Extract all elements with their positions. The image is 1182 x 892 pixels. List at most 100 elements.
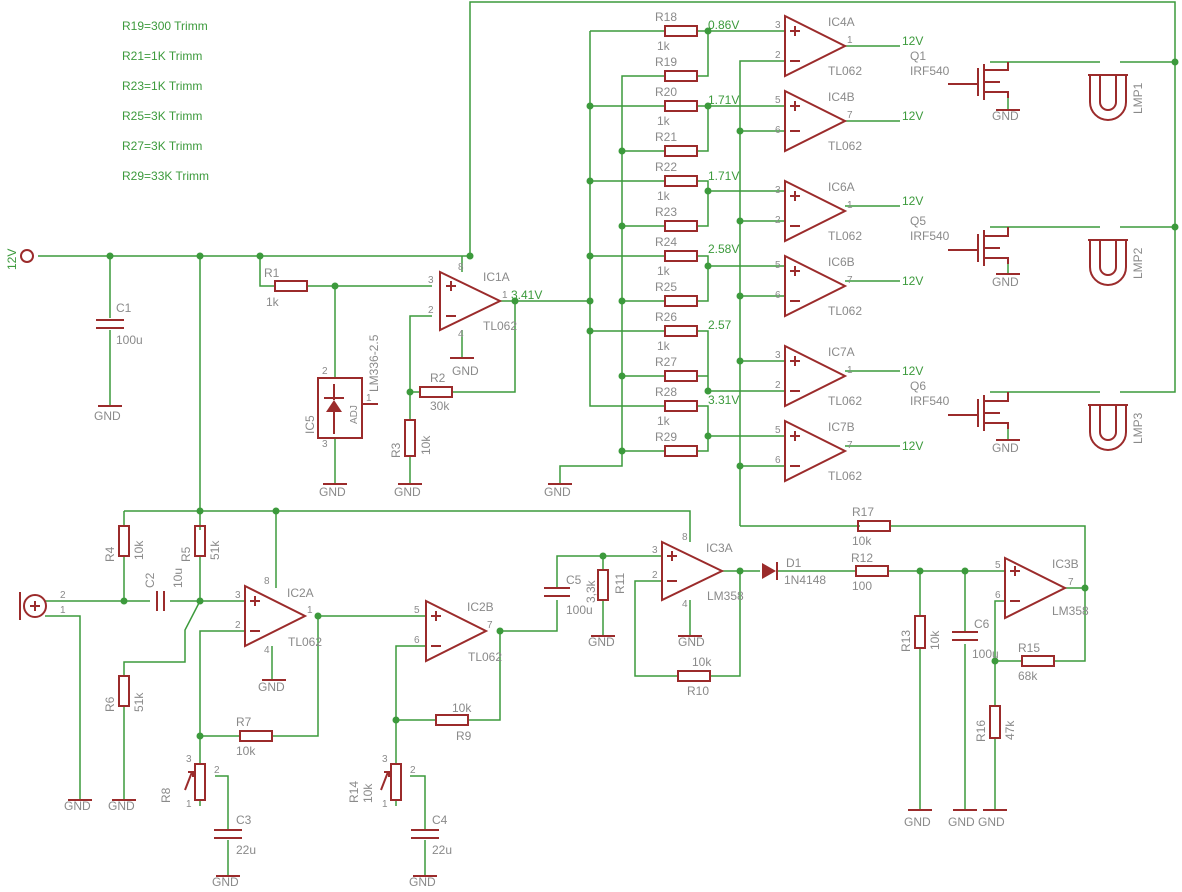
svg-text:2: 2 — [652, 570, 658, 581]
gnd-r16: GND — [978, 815, 1005, 829]
q5-name: Q5 — [910, 214, 926, 228]
ic2b-name: IC2B — [467, 600, 494, 614]
ic7b-value: TL062 — [828, 469, 862, 483]
c1-name: C1 — [116, 301, 132, 315]
ic4a-value: TL062 — [828, 64, 862, 78]
r22-name: R22 — [655, 160, 677, 174]
resistor-r7: R7 10k — [236, 715, 273, 758]
ic5-name: IC5 — [303, 415, 317, 434]
r3-value: 10k — [419, 435, 433, 455]
ic3a-name: IC3A — [706, 541, 733, 555]
net-12v-ic4a: 12V — [902, 34, 923, 48]
ic2a-value: TL062 — [288, 635, 322, 649]
svg-text:1: 1 — [186, 799, 192, 810]
r27-name: R27 — [655, 355, 677, 369]
ic4b-value: TL062 — [828, 139, 862, 153]
svg-text:5: 5 — [775, 260, 781, 271]
capacitor-c3: C3 22u — [214, 813, 256, 857]
ic4b-name: IC4B — [828, 90, 855, 104]
resistor-r5: R5 51k — [179, 525, 222, 562]
r13-name: R13 — [899, 630, 913, 652]
svg-text:1: 1 — [847, 35, 853, 46]
r12-value: 100 — [852, 579, 872, 593]
r26-value: 1k — [657, 339, 671, 353]
r1-name: R1 — [264, 266, 280, 280]
svg-text:4: 4 — [682, 599, 688, 610]
net-12v-ic6a: 12V — [902, 194, 923, 208]
c6-name: C6 — [974, 617, 990, 631]
svg-text:8: 8 — [458, 262, 464, 273]
svg-text:4: 4 — [264, 645, 270, 656]
ic3b-value: LM358 — [1052, 604, 1089, 618]
divider-resistors: R18 1k R19 R20 1k R21 R22 1k R23 R24 1k … — [655, 10, 698, 457]
microphone: 2 1 — [19, 590, 66, 620]
r6-name: R6 — [103, 696, 117, 712]
r11-value: 3,3k — [584, 579, 598, 603]
gnd-r11: GND — [588, 635, 615, 649]
r18-name: R18 — [655, 10, 677, 24]
pin-numbers: 32 841 321 567 321 567 321 567 32 841 56… — [186, 20, 1074, 810]
svg-text:5: 5 — [414, 605, 420, 616]
r29-name: R29 — [655, 430, 677, 444]
r28-name: R28 — [655, 385, 677, 399]
svg-text:1: 1 — [366, 393, 372, 404]
q5-value: IRF540 — [910, 229, 950, 243]
gnd-ic3a: GND — [678, 635, 705, 649]
opamp-ic3b: IC3B LM358 — [1004, 556, 1089, 620]
gnd-ic5: GND — [319, 485, 346, 499]
reference-ic5: ADJ IC5 LM336-2.5 — [303, 334, 381, 439]
resistor-r11: 3,3k R11 — [584, 569, 627, 603]
ic5-adj: ADJ — [349, 405, 360, 424]
svg-text:3: 3 — [428, 275, 434, 286]
trim-notes: R19=300 Trimm R21=1K Trimm R23=1K Trimm … — [122, 19, 209, 183]
ic3a-value: LM358 — [707, 589, 744, 603]
gnd-symbols: GND GND GND GND GND GND GND GND GND GND … — [64, 109, 1020, 889]
net-tap6: 3.31V — [708, 393, 739, 407]
capacitor-c1: C1 100u — [96, 301, 143, 347]
lamp-lmp3: LMP3 — [1088, 404, 1145, 451]
comparators: IC4A TL062 IC4B TL062 IC6A TL062 IC6B TL… — [784, 14, 862, 483]
resistor-r6: R6 51k — [103, 675, 146, 712]
resistor-r16: R16 47k — [974, 705, 1017, 742]
svg-text:3: 3 — [775, 350, 781, 361]
note-r27: R27=3K Trimm — [122, 139, 202, 153]
ic6b-name: IC6B — [828, 255, 855, 269]
gnd-r13: GND — [904, 815, 931, 829]
ic7b-name: IC7B — [828, 420, 855, 434]
svg-text:7: 7 — [487, 620, 493, 631]
net-tap3: 1.71V — [708, 169, 739, 183]
resistor-r3: R3 10k — [389, 419, 433, 458]
svg-text:4: 4 — [458, 329, 464, 340]
svg-text:2: 2 — [214, 765, 220, 776]
gnd-q1: GND — [992, 109, 1019, 123]
ic7a-value: TL062 — [828, 394, 862, 408]
opamp-ic2b: IC2B TL062 — [425, 599, 502, 664]
svg-text:3: 3 — [186, 754, 192, 765]
c3-value: 22u — [236, 843, 256, 857]
resistor-r12: R12 100 — [851, 551, 889, 593]
svg-text:1: 1 — [382, 799, 388, 810]
q1-name: Q1 — [910, 49, 926, 63]
ic6a-value: TL062 — [828, 229, 862, 243]
c6-value: 100u — [972, 647, 999, 661]
r8-name: R8 — [159, 787, 173, 803]
trimmer-r8: R8 — [159, 763, 206, 803]
gnd-r3: GND — [394, 485, 421, 499]
opamp-ic2a: IC2A TL062 — [244, 584, 322, 649]
resistor-r4: R4 10k — [103, 525, 146, 562]
svg-text:3: 3 — [322, 439, 328, 450]
svg-text:3: 3 — [775, 20, 781, 31]
net-tap5: 2.57 — [708, 318, 732, 332]
r7-name: R7 — [236, 715, 252, 729]
gnd-c3: GND — [212, 875, 239, 889]
r24-value: 1k — [657, 264, 671, 278]
q6-value: IRF540 — [910, 394, 950, 408]
opamp-ic3a: IC3A LM358 — [661, 540, 744, 603]
r14-value: 10k — [361, 783, 375, 803]
r14-name: R14 — [347, 781, 361, 803]
lmp1-name: LMP1 — [1131, 82, 1145, 114]
ic2a-name: IC2A — [287, 586, 314, 600]
svg-text:3: 3 — [775, 185, 781, 196]
r20-name: R20 — [655, 85, 677, 99]
r22-value: 1k — [657, 189, 671, 203]
